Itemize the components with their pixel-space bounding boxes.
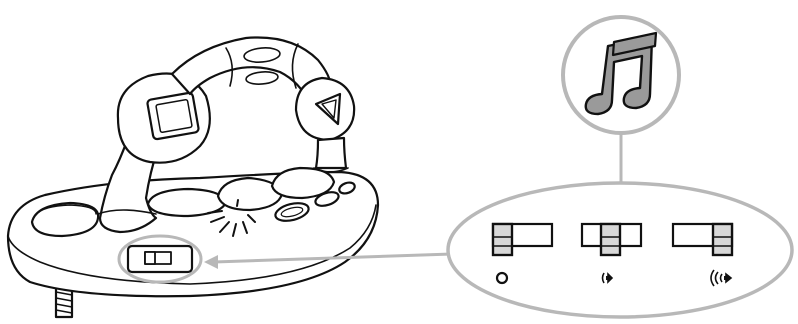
circle-off-icon bbox=[497, 273, 507, 283]
toy-arm-right bbox=[316, 138, 346, 168]
switch-positions-callout bbox=[448, 183, 792, 317]
music-bubble bbox=[563, 17, 679, 133]
toy-illustration bbox=[8, 37, 378, 317]
toy-slide-switch bbox=[128, 246, 192, 272]
